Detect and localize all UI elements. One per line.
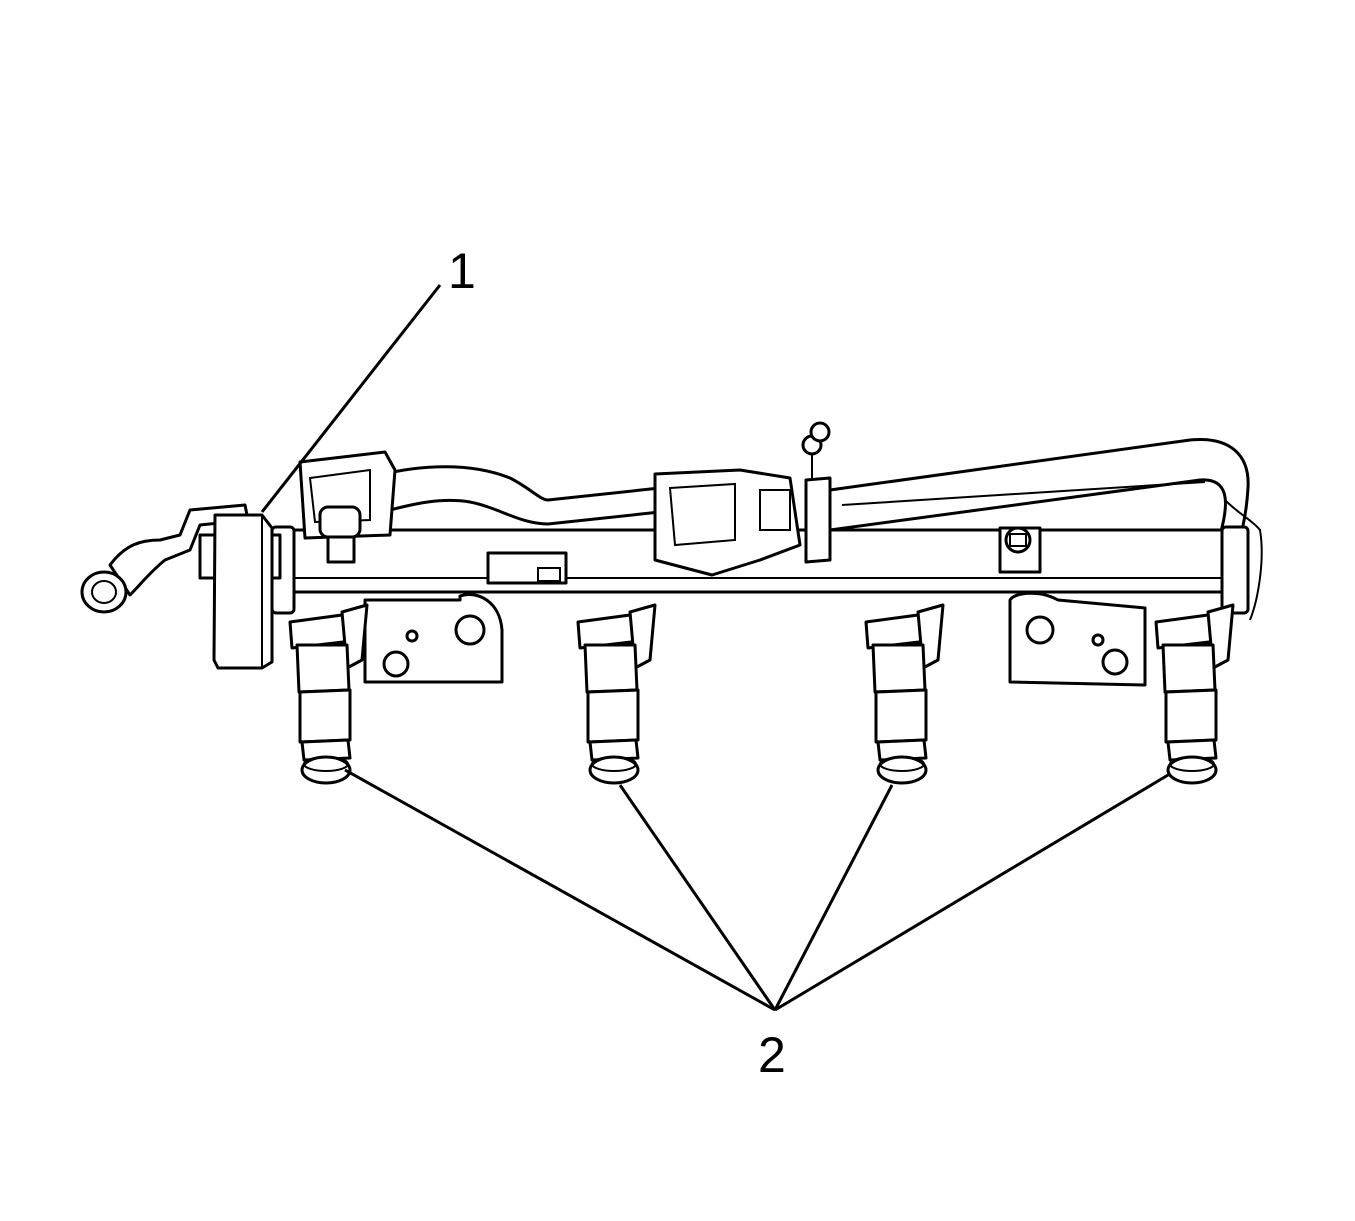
fuel-injectors — [288, 603, 1235, 785]
leader-line-2d — [774, 773, 1169, 1012]
inlet-fitting — [80, 503, 282, 670]
leader-line-1 — [260, 284, 442, 513]
injector-4 — [1154, 603, 1235, 785]
wiring-harness — [378, 465, 662, 526]
injector-3 — [864, 603, 945, 785]
leader-line-2c — [773, 784, 894, 1011]
injector-1 — [288, 603, 369, 785]
callout-label-2: 2 — [758, 1027, 786, 1083]
callout-2: 2 — [344, 768, 1169, 1083]
leader-line-2b — [618, 784, 777, 1011]
callout-label-1: 1 — [448, 243, 476, 299]
callout-1: 1 — [260, 243, 476, 513]
mounting-block-1 — [212, 513, 274, 670]
injector-2 — [576, 603, 657, 785]
mounting-brackets — [363, 591, 1147, 687]
connectors — [298, 421, 832, 577]
fuel-rail — [270, 437, 1263, 621]
leader-line-2a — [344, 768, 776, 1012]
